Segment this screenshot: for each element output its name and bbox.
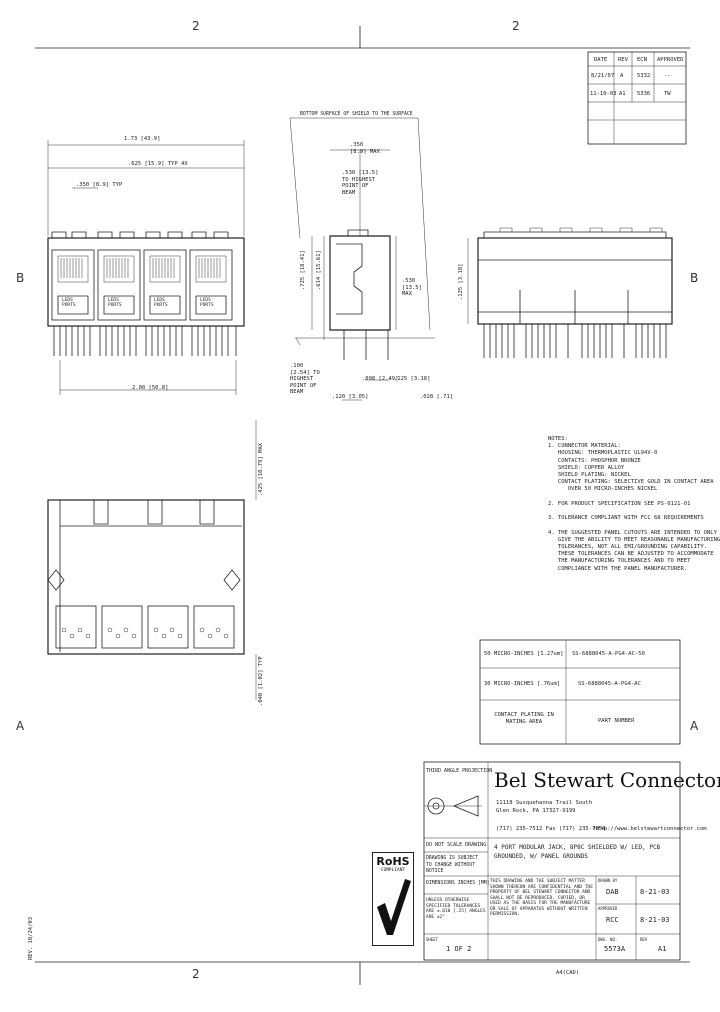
tolerances: UNLESS OTHERWISE SPECIFIED TOLERANCES AR… xyxy=(426,898,486,920)
rev-header-rev: REV xyxy=(618,57,628,63)
projection-label: THIRD ANGLE PROJECTION xyxy=(426,768,493,774)
dim-pin: .350 [8.9] TYP xyxy=(76,182,123,188)
footer-code: A4(CAD) xyxy=(556,970,580,976)
plan-dim-lower: .040 [1.02] TYP xyxy=(258,656,264,706)
dim-overall: 1.73 [43.9] xyxy=(124,136,161,142)
rohs-title: RoHS xyxy=(376,855,410,868)
rev-cell: 5336 xyxy=(637,91,651,97)
company-name: Bel Stewart Connector xyxy=(494,768,720,792)
port-label: LEDS PORTS xyxy=(108,298,122,308)
plan-view-drawing xyxy=(47,420,257,700)
right-view-drawing xyxy=(467,227,673,358)
zone-label-bottom: 2 xyxy=(192,967,200,981)
subject-to-change: DRAWING IS SUBJECT TO CHANGE WITHOUT NOT… xyxy=(426,856,478,874)
dim-bottom: 2.00 [50.8] xyxy=(132,385,169,391)
part-description: 4 PORT MODULAR JACK, 8P8C SHIELDED W/ LE… xyxy=(494,844,661,860)
sheet-label: SHEET xyxy=(426,937,439,942)
port-label: LEDS PORTS xyxy=(62,298,76,308)
rev-cell: A1 xyxy=(619,91,626,97)
side-dim-height: .530 [13.5] TO HIGHEST POINT OF BEAM xyxy=(342,170,379,196)
rev-header-ecn: ECN xyxy=(637,57,647,63)
rohs-subtitle: COMPLIANT xyxy=(380,868,406,873)
side-dim-b: .125 [3.18] xyxy=(394,376,431,382)
zone-label-top: 2 xyxy=(192,19,200,33)
company-address-1: 11118 Susquehanna Trail South xyxy=(496,800,593,806)
drawn-date: 8-21-03 xyxy=(640,888,670,896)
dwg-value: 5573A xyxy=(604,945,626,953)
revision-table-grid xyxy=(587,51,687,145)
side-dim-vert-b: .614 [15.61] xyxy=(316,250,322,290)
confidential-note: THIS DRAWING AND THE SUBJECT MATTER SHOW… xyxy=(490,879,593,917)
rev-header-date: DATE xyxy=(594,57,608,63)
part-header-plating: CONTACT PLATING IN MATING AREA xyxy=(494,712,554,725)
part-row2-number: SS-6888045-A-PG4-AC xyxy=(578,681,641,687)
rev-cell: 11-10-03 xyxy=(590,91,617,97)
dim-pitch: .625 [15.9] TYP 4X xyxy=(128,161,188,167)
rev-value: A1 xyxy=(658,945,667,953)
side-dim-c: .120 [3.05] xyxy=(332,394,369,400)
checked-value: RCC xyxy=(606,916,619,924)
side-dim-a: .098 [2.49] xyxy=(362,376,399,382)
plan-dim-max: .425 [10.79] MAX xyxy=(258,443,264,496)
right-dim-side: .125 [3.18] xyxy=(458,263,464,300)
side-dim-ref: .028 [.71] xyxy=(420,394,454,400)
port-label: LEDS PORTS xyxy=(200,298,214,308)
drawing-notes: NOTES: 1. CONNECTOR MATERIAL: HOUSING: T… xyxy=(548,436,720,572)
side-dim-left: .100 [2.54] TO HIGHEST POINT OF BEAM xyxy=(290,363,320,395)
rev-label: REV xyxy=(640,937,648,942)
company-phone: (717) 235-7512 Fax (717) 235-7954 xyxy=(496,826,606,832)
side-stamp: REV. 10/24/03 xyxy=(28,916,34,960)
zone-label-a-right: A xyxy=(690,719,699,733)
zone-label-b-left: B xyxy=(16,271,25,285)
sheet-value: 1 OF 2 xyxy=(446,945,472,953)
side-top-note: BOTTOM SURFACE OF SHIELD TO THE SURFACE xyxy=(300,112,413,117)
dimensions-units: DIMENSIONS INCHES [MM] xyxy=(426,881,490,886)
zone-label-b-right: B xyxy=(690,271,699,285)
company-website: http://www.belstewartconnector.com xyxy=(594,826,707,832)
do-not-scale: DO NOT SCALE DRAWING xyxy=(426,842,487,848)
title-block-grid xyxy=(423,761,681,961)
checkmark-icon xyxy=(377,879,411,935)
port-label: LEDS PORTS xyxy=(154,298,168,308)
company-address-2: Glen Rock, PA 17327-9199 xyxy=(496,808,576,814)
checked-label: APPROVED xyxy=(598,906,618,911)
zone-label-a-left: A xyxy=(16,719,25,733)
part-row1-number: SS-6888045-A-PG4-AC-50 xyxy=(572,651,645,657)
rev-cell: 5332 xyxy=(637,73,651,79)
rev-cell: 8/21/07 xyxy=(591,73,615,79)
side-dim-top: .350 [8.9] MAX xyxy=(350,142,380,155)
drawn-value: DAB xyxy=(606,888,619,896)
front-view-drawing xyxy=(47,140,245,395)
rev-cell: A xyxy=(620,73,624,79)
rev-header-approved: APPROVED xyxy=(657,57,684,63)
part-header-number: PART NUMBER xyxy=(598,718,635,724)
part-table-grid xyxy=(479,639,681,745)
part-row2-plating: 30 MICRO-INCHES [.76um] xyxy=(484,681,561,687)
dwg-label: DWG. NO. xyxy=(598,937,618,942)
side-dim-max: .530 [13.5] MAX xyxy=(402,278,422,297)
rev-cell: -- xyxy=(664,73,671,79)
rev-cell: TW xyxy=(664,91,671,97)
zone-label-top-right: 2 xyxy=(512,19,520,33)
checked-date: 8-21-03 xyxy=(640,916,670,924)
rohs-badge: RoHS COMPLIANT xyxy=(372,852,414,946)
side-dim-vert-a: .725 [18.41] xyxy=(300,250,306,290)
drawn-label: DRAWN BY xyxy=(598,878,618,883)
side-view-drawing xyxy=(289,117,435,401)
part-row1-plating: 50 MICRO-INCHES [1.27um] xyxy=(484,651,564,657)
